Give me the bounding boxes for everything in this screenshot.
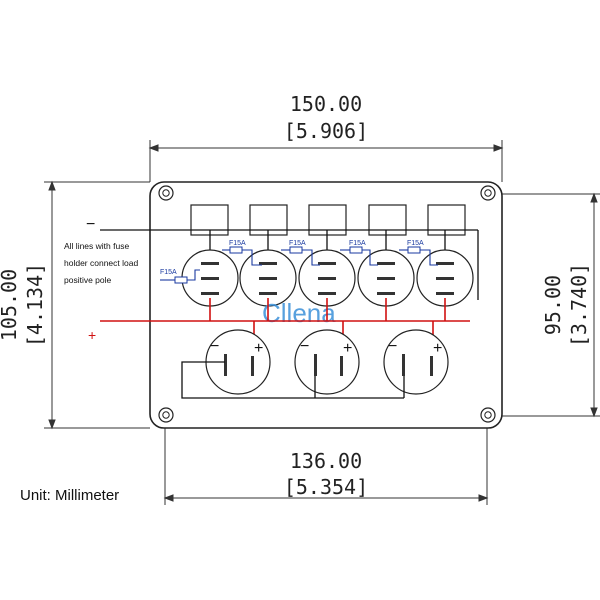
- left-height-in: [4.134]: [23, 263, 47, 347]
- bottom-width-mm: 136.00: [290, 449, 362, 473]
- switch-circle-4: [357, 249, 415, 307]
- fuse-3: [289, 246, 303, 254]
- mounting-hole-bottom-right: [480, 407, 496, 423]
- note-line-1: All lines with fuse: [64, 241, 129, 251]
- dimension-right: [502, 192, 600, 418]
- dimension-bottom: [163, 428, 489, 505]
- fuse-5: [407, 246, 421, 254]
- note-line-3: positive pole: [64, 275, 112, 285]
- fuse-wires: [160, 249, 438, 281]
- fuse-4: [349, 246, 363, 254]
- switch-circle-1: [181, 249, 239, 307]
- socket-1-positive-sign: +: [254, 340, 263, 357]
- fuse-label-1: F15A: [160, 269, 177, 276]
- bottom-width-in: [5.354]: [284, 475, 368, 499]
- fuse-1: [174, 276, 188, 284]
- socket-1-negative-sign: −: [210, 338, 219, 355]
- fuses: [174, 246, 421, 284]
- socket-2-positive-sign: +: [343, 340, 352, 357]
- socket-2-negative-sign: −: [300, 338, 309, 355]
- note-line-2: holder connect load: [64, 258, 138, 268]
- socket-3-negative-sign: −: [388, 338, 397, 355]
- fuse-label-2: F15A: [229, 240, 246, 247]
- mounting-hole-top-right: [480, 185, 496, 201]
- right-height-mm: 95.00: [541, 275, 565, 335]
- fuse-2: [229, 246, 243, 254]
- mounting-hole-top-left: [158, 185, 174, 201]
- negative-sign-top: −: [86, 216, 95, 233]
- fuse-label-3: F15A: [289, 240, 306, 247]
- watermark-logo: Cllena: [262, 298, 336, 328]
- top-width-mm: 150.00: [290, 92, 362, 116]
- mounting-hole-bottom-left: [158, 407, 174, 423]
- left-height-mm: 105.00: [0, 269, 21, 341]
- socket-2: [294, 329, 360, 395]
- dimension-left: [44, 180, 150, 430]
- negative-bus-wire: [100, 229, 479, 300]
- socket-3: [383, 329, 449, 395]
- switch-circle-5: [416, 249, 474, 307]
- fuse-label-5: F15A: [407, 240, 424, 247]
- fuse-label-4: F15A: [349, 240, 366, 247]
- top-width-in: [5.906]: [284, 119, 368, 143]
- unit-label: Unit: Millimeter: [20, 487, 119, 504]
- positive-sign-left: +: [88, 327, 96, 343]
- socket-negative-wire: [181, 361, 405, 399]
- socket-3-positive-sign: +: [433, 340, 442, 357]
- dimension-top: [148, 140, 504, 182]
- right-height-in: [3.740]: [567, 263, 591, 347]
